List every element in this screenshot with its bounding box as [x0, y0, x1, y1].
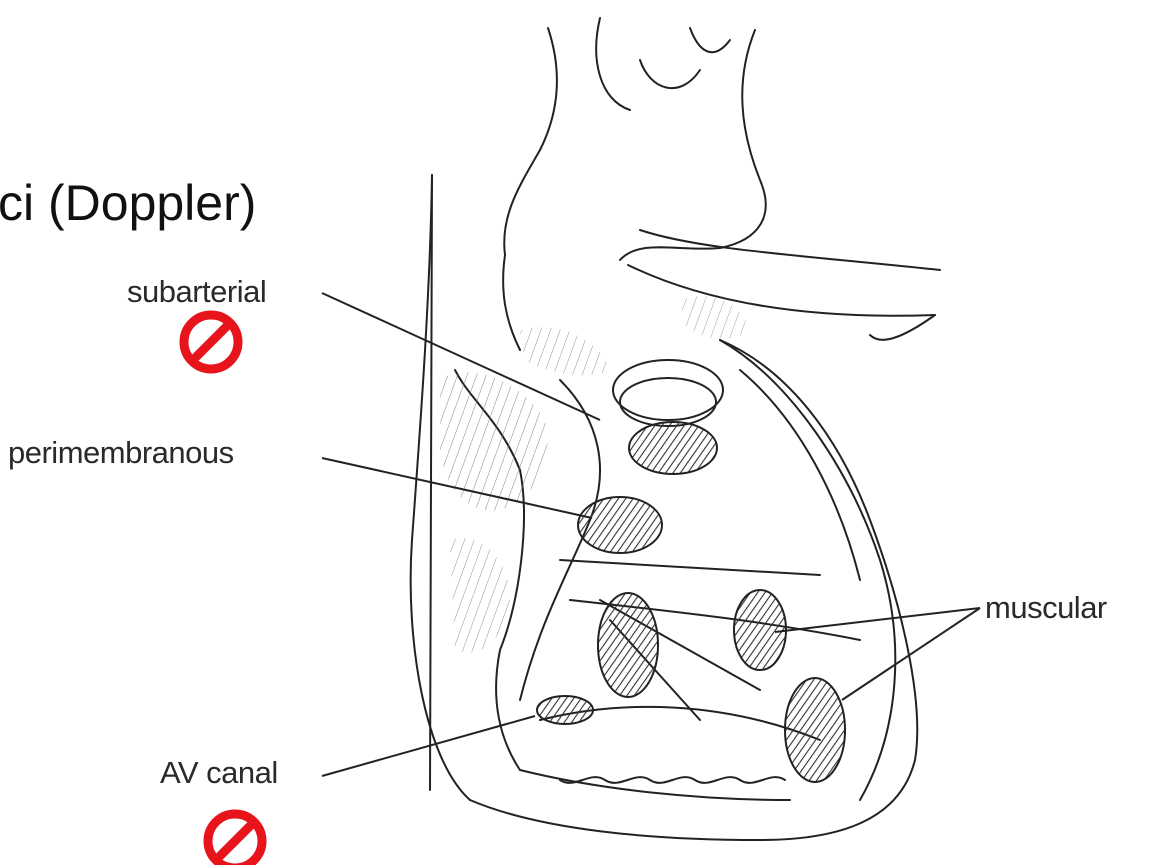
prohibition-icon — [176, 307, 246, 377]
defect-muscular-1 — [598, 593, 658, 697]
prohibition-icon — [200, 806, 270, 865]
label-av-canal: AV canal — [160, 757, 278, 788]
label-perimembranous: perimembranous — [8, 437, 234, 468]
slide-heading: ci (Doppler) — [0, 178, 256, 228]
label-muscular: muscular — [985, 592, 1107, 623]
defect-muscular-3 — [785, 678, 845, 782]
label-subarterial: subarterial — [127, 276, 266, 307]
defect-perimembranous — [578, 497, 662, 553]
defect-muscular-2 — [734, 590, 786, 670]
shaded-tissue — [440, 296, 750, 652]
defect-subarterial — [629, 422, 717, 474]
defect-av-canal — [537, 696, 593, 724]
